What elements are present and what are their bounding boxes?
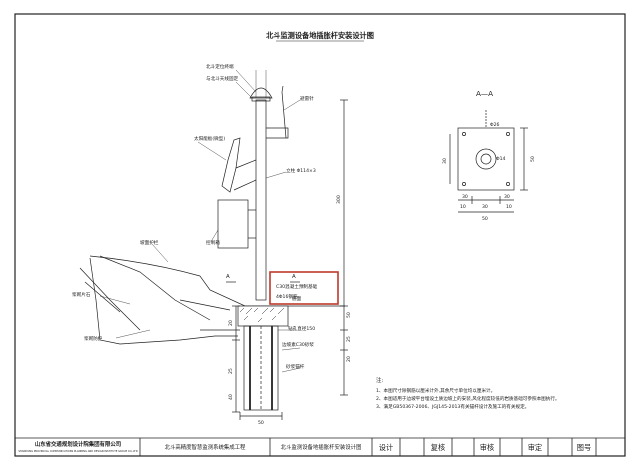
sec-dim-50-right: 50 xyxy=(530,156,536,162)
note-line-3: 3、满足GB50367-2006、JGJ145-2013有关锚杆设计及施工的有关… xyxy=(376,403,529,410)
section-mark-right: A xyxy=(292,274,296,280)
label-rebar: 4Φ16钢筋 xyxy=(276,293,298,300)
dim-50: 50 xyxy=(346,312,352,318)
sec-dim-30b: 30 xyxy=(504,194,510,200)
control-box xyxy=(217,199,249,249)
label-control-box: 控制箱 xyxy=(206,239,220,246)
main-elevation xyxy=(79,69,348,420)
label-slope-edge: 坡面护栏 xyxy=(140,239,159,246)
drawing-name: 北斗监测设备地插胀杆安装设计图 xyxy=(281,443,362,451)
dim-height-total: 300 xyxy=(336,195,342,204)
design-label: 设计 xyxy=(379,443,393,452)
dim-20-right: 20 xyxy=(346,356,352,362)
title-block xyxy=(15,437,625,456)
label-mortar: 边坡素C30砂浆 xyxy=(282,341,314,348)
drawing-no-label: 图号 xyxy=(577,443,591,452)
beidou-antenna xyxy=(249,87,273,99)
dim-25b: 25 xyxy=(228,368,234,374)
section-label: A—A xyxy=(476,89,493,98)
concrete-hatch xyxy=(239,307,285,323)
dim-20b: 20 xyxy=(228,320,234,326)
label-upright-pole: 立柱 Φ114×3 xyxy=(286,167,316,174)
sec-dim-10a: 10 xyxy=(460,204,466,210)
dim-40: 40 xyxy=(228,394,234,400)
sec-dim-50-bottom: 50 xyxy=(482,216,488,222)
drawing-title: 北斗监测设备地插胀杆安装设计图 xyxy=(266,31,374,40)
review-label: 审核 xyxy=(480,443,494,452)
company-name: 山东省交通规划设计院集团有限公司 xyxy=(35,440,121,448)
project-name: 北斗高精度智慧监测系统集成工程 xyxy=(165,443,246,451)
pole xyxy=(255,99,267,301)
solar-panel xyxy=(221,137,241,193)
highlight-box xyxy=(269,271,339,305)
label-concrete: C30混凝土预制基础 xyxy=(276,283,318,290)
sec-dim-30a: 30 xyxy=(462,194,468,200)
label-embed-note: 钻孔直径150 xyxy=(288,325,315,332)
label-foundation-mark: 底面 xyxy=(292,295,302,302)
dim-50-bottom: 50 xyxy=(258,420,264,426)
lightning-rod xyxy=(281,91,287,139)
antenna-base xyxy=(251,96,271,102)
label-beidou-antenna: 北斗定位终端 xyxy=(206,63,234,70)
sec-dim-26: Φ26 xyxy=(490,122,500,128)
note-line-2: 2、本图适用于边坡平台埋设土质边坡上的安装,风化程度较低的岩质基础可参照本图执行… xyxy=(376,395,560,402)
label-anchor: 砂浆锚杆 xyxy=(286,363,305,370)
rod-bracket xyxy=(266,127,289,139)
notes-header: 注: xyxy=(376,376,383,384)
drawing-border xyxy=(14,13,626,457)
section-plate xyxy=(457,127,515,191)
section-pipe-inner xyxy=(480,153,492,165)
label-lightning-rod: 避雷针 xyxy=(300,95,314,102)
sec-dim-14: Φ14 xyxy=(496,156,506,162)
slope-line xyxy=(89,257,238,345)
approve-label: 审定 xyxy=(528,443,542,452)
label-solar-panel: 太阳能板(微型) xyxy=(194,135,225,142)
section-mark-left: A xyxy=(226,274,230,280)
section-pipe-outer xyxy=(475,148,497,170)
section-a-a xyxy=(449,110,528,213)
sec-dim-30-left: 30 xyxy=(442,158,448,164)
ground-line xyxy=(89,255,345,307)
sec-dim-30-mid: 30 xyxy=(482,204,488,210)
label-fixed-antenna: 与北斗天线固定 xyxy=(206,75,239,82)
check-label: 复核 xyxy=(431,443,445,452)
company-name-en: SHANDONG PROVINCIAL COMMUNICATIONS PLANN… xyxy=(18,449,137,453)
concrete-cap xyxy=(237,305,289,327)
dim-25: 25 xyxy=(346,336,352,342)
note-line-1: 1、本图尺寸除钢筋以厘米计外,其余尺寸单位均以厘米计。 xyxy=(376,387,495,394)
label-protect-stone: 浆砌防护 xyxy=(84,335,103,342)
sec-dim-10b: 10 xyxy=(506,204,512,210)
label-slope-stone: 浆砌片石 xyxy=(72,291,91,298)
